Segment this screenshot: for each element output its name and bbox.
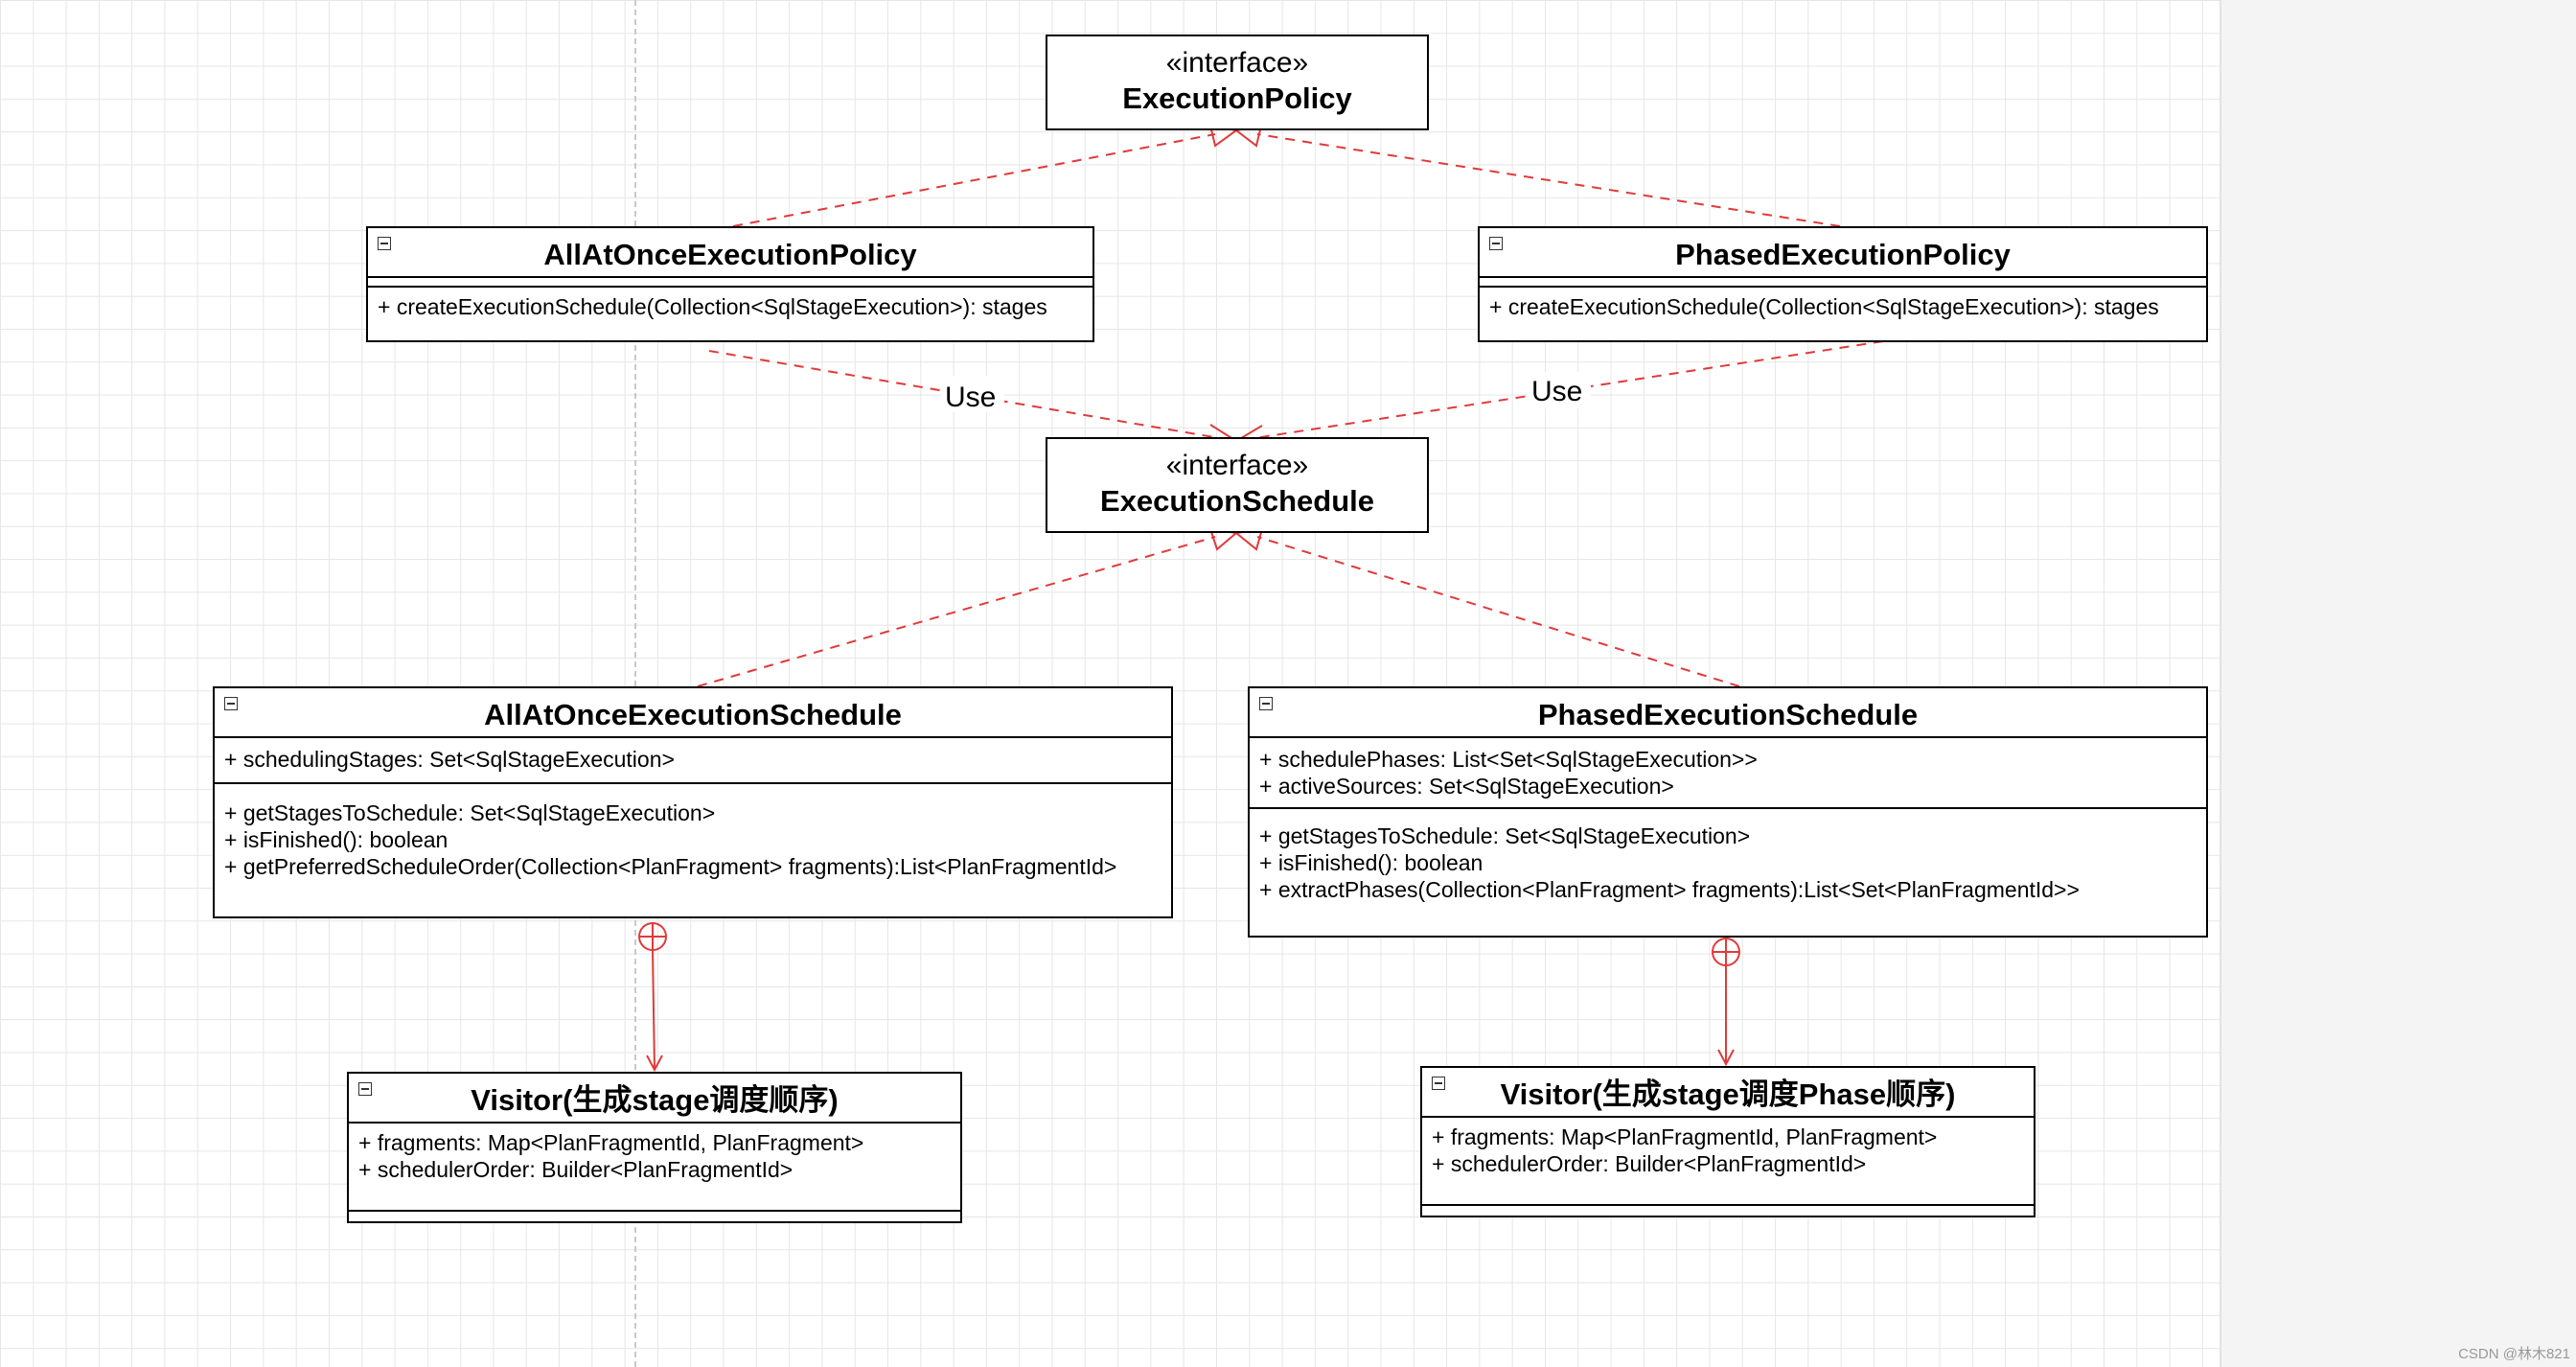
stereotype-label: «interface»	[1165, 47, 1309, 79]
realization-edge	[1256, 536, 1740, 687]
attribute-item: + activeSources: Set<SqlStageExecution>	[1259, 774, 1674, 799]
collapse-toggle-icon[interactable]	[1489, 237, 1503, 250]
collapse-toggle-icon[interactable]	[1432, 1077, 1445, 1090]
method-compartment: + createExecutionSchedule(Collection<Sql…	[368, 288, 1092, 326]
class-name: PhasedExecutionPolicy	[1675, 238, 2011, 271]
visitor-phased-class[interactable]: Visitor(生成stage调度Phase顺序) + fragments: M…	[1420, 1066, 2036, 1217]
page-break-line	[634, 0, 636, 1367]
attribute-compartment: + fragments: Map<PlanFragmentId, PlanFra…	[349, 1124, 960, 1189]
side-panel	[2220, 0, 2576, 1367]
stereotype-label: «interface»	[1165, 450, 1309, 481]
realization-edge	[732, 133, 1216, 227]
class-header: Visitor(生成stage调度顺序)	[349, 1074, 960, 1124]
phased-execution-schedule-class[interactable]: PhasedExecutionSchedule + schedulePhases…	[1248, 686, 2208, 938]
attribute-item: + schedulingStages: Set<SqlStageExecutio…	[224, 747, 675, 772]
all-at-once-execution-schedule-class[interactable]: AllAtOnceExecutionSchedule + schedulingS…	[213, 686, 1173, 918]
method-item: + getStagesToSchedule: Set<SqlStageExecu…	[224, 800, 716, 825]
method-item: + extractPhases(Collection<PlanFragment>…	[1259, 877, 2080, 902]
method-item: + createExecutionSchedule(Collection<Sql…	[378, 294, 1047, 319]
nesting-arrowhead	[646, 1054, 663, 1073]
execution-policy-interface[interactable]: «interface» ExecutionPolicy	[1046, 35, 1429, 130]
attribute-compartment	[368, 278, 1092, 288]
attribute-compartment	[1480, 278, 2206, 288]
method-item: + createExecutionSchedule(Collection<Sql…	[1489, 294, 2159, 319]
attribute-compartment: + fragments: Map<PlanFragmentId, PlanFra…	[1422, 1118, 2034, 1183]
class-name: AllAtOnceExecutionSchedule	[484, 698, 902, 731]
class-name: AllAtOnceExecutionPolicy	[543, 238, 917, 271]
method-compartment	[1422, 1204, 2034, 1206]
method-item: + isFinished(): boolean	[1259, 850, 1484, 875]
attribute-item: + fragments: Map<PlanFragmentId, PlanFra…	[358, 1130, 864, 1155]
collapse-toggle-icon[interactable]	[224, 697, 238, 710]
attribute-item: + fragments: Map<PlanFragmentId, PlanFra…	[1432, 1124, 1938, 1149]
all-at-once-execution-policy-class[interactable]: AllAtOnceExecutionPolicy + createExecuti…	[366, 226, 1094, 342]
attribute-item: + schedulerOrder: Builder<PlanFragmentId…	[358, 1157, 794, 1182]
class-header: PhasedExecutionPolicy	[1480, 228, 2206, 278]
collapse-toggle-icon[interactable]	[1259, 697, 1273, 710]
execution-schedule-interface[interactable]: «interface» ExecutionSchedule	[1046, 437, 1429, 533]
edge-label-use: Use	[945, 382, 996, 413]
method-item: + isFinished(): boolean	[224, 827, 448, 852]
class-name: Visitor(生成stage调度顺序)	[471, 1083, 839, 1117]
class-name: Visitor(生成stage调度Phase顺序)	[1500, 1077, 1956, 1111]
class-header: PhasedExecutionSchedule	[1250, 688, 2206, 738]
edge-label-bg	[1528, 372, 1591, 408]
collapse-toggle-icon[interactable]	[378, 237, 391, 250]
method-item: + getPreferredScheduleOrder(Collection<P…	[224, 854, 1117, 879]
method-compartment: + getStagesToSchedule: Set<SqlStageExecu…	[1250, 809, 2206, 909]
class-header: Visitor(生成stage调度Phase顺序)	[1422, 1068, 2034, 1118]
method-item: + getStagesToSchedule: Set<SqlStageExecu…	[1259, 823, 1751, 848]
dependency-edge	[1235, 340, 1884, 442]
interface-name: ExecutionSchedule	[1100, 484, 1374, 518]
source-credit: CSDN @林木821	[2458, 1346, 2570, 1362]
attribute-item: + schedulePhases: List<Set<SqlStageExecu…	[1259, 747, 1758, 772]
visitor-all-at-once-class[interactable]: Visitor(生成stage调度顺序) + fragments: Map<Pl…	[347, 1072, 962, 1223]
class-name: PhasedExecutionSchedule	[1537, 698, 1919, 731]
attribute-item: + schedulerOrder: Builder<PlanFragmentId…	[1432, 1151, 1867, 1176]
class-header: AllAtOnceExecutionSchedule	[215, 688, 1171, 738]
edge-label-bg	[941, 376, 1004, 412]
edge-label-use: Use	[1531, 376, 1582, 407]
method-compartment: + getStagesToSchedule: Set<SqlStageExecu…	[215, 784, 1171, 886]
attribute-compartment: + schedulePhases: List<Set<SqlStageExecu…	[1250, 738, 2206, 809]
interface-name: ExecutionPolicy	[1122, 81, 1352, 115]
nesting-edge	[652, 949, 656, 1071]
realization-edge	[1256, 133, 1841, 227]
realization-edge	[697, 536, 1216, 687]
method-compartment	[349, 1210, 960, 1212]
collapse-toggle-icon[interactable]	[358, 1082, 372, 1096]
class-header: AllAtOnceExecutionPolicy	[368, 228, 1092, 278]
nesting-arrowhead	[1717, 1049, 1735, 1067]
method-compartment: + createExecutionSchedule(Collection<Sql…	[1480, 288, 2206, 326]
attribute-compartment: + schedulingStages: Set<SqlStageExecutio…	[215, 738, 1171, 784]
phased-execution-policy-class[interactable]: PhasedExecutionPolicy + createExecutionS…	[1478, 226, 2208, 342]
